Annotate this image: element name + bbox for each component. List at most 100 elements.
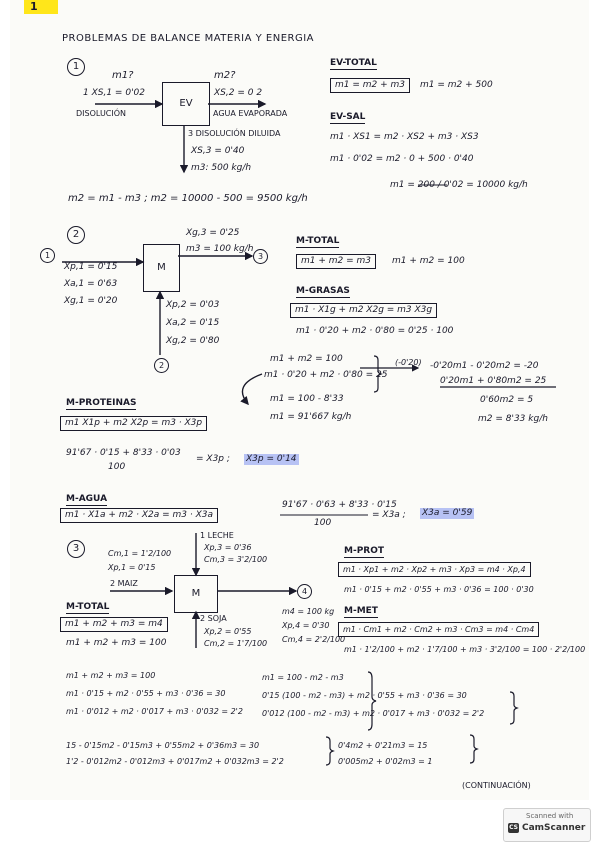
p3-sys2: m1 · 0'15 + m2 · 0'55 + m3 · 0'36 = 30 bbox=[66, 689, 226, 698]
p3-heading-met: M-MET bbox=[344, 606, 378, 618]
p1-heading-total: EV-TOTAL bbox=[330, 58, 377, 70]
p2-s1-xp: Xp,1 = 0'15 bbox=[64, 262, 118, 272]
problem-1-number: 1 bbox=[67, 58, 85, 76]
scanned-page bbox=[10, 0, 589, 800]
p2-heading-agua: M-AGUA bbox=[66, 494, 108, 506]
p3-sub2: 0'15 (100 - m2 - m3) + m2 · 0'55 + m3 · … bbox=[262, 691, 467, 700]
p3-s1-cm: Cm,3 = 3'2/100 bbox=[204, 555, 268, 564]
scanner-line1: Scanned with bbox=[526, 812, 574, 820]
p2-eq-agua: m1 · X1a + m2 · X2a = m3 · X3a bbox=[60, 508, 218, 523]
p2-eq-total: m1 + m2 = m3 bbox=[296, 254, 377, 269]
camscanner-logo-icon: CS bbox=[508, 823, 519, 833]
p1-eq-total: m1 = m2 + m3 bbox=[330, 78, 411, 93]
p2-eq-agua4: = X3a ; bbox=[372, 510, 406, 520]
p2-sys3: -0'20m1 - 0'20m2 = -20 bbox=[430, 361, 539, 371]
p2-sys4: 0'20m1 + 0'80m2 = 25 bbox=[440, 376, 547, 386]
p1-eq-sal2: m1 · 0'02 = m2 · 0 + 500 · 0'40 bbox=[330, 154, 474, 164]
p1-eq-total2: m1 = m2 + 500 bbox=[420, 80, 493, 90]
p3-exp1: 15 - 0'15m2 - 0'15m3 + 0'55m2 + 0'36m3 =… bbox=[66, 741, 260, 750]
p2-eq-agua3: 100 bbox=[314, 518, 332, 528]
p2-stream2-number: 2 bbox=[154, 358, 169, 373]
p3-s3-label: 2 SOJA bbox=[200, 614, 227, 623]
p3-eq-total: m1 + m2 + m3 = m4 bbox=[60, 617, 168, 632]
p3-eq-total2: m1 + m2 + m3 = 100 bbox=[66, 638, 167, 648]
p2-eq-prot4: = X3p ; bbox=[196, 454, 230, 464]
p2-sys2: m1 · 0'20 + m2 · 0'80 = 25 bbox=[264, 370, 388, 380]
p2-multiplier: (-0'20) bbox=[395, 358, 422, 367]
p2-sol2: m1 = 91'667 kg/h bbox=[270, 412, 352, 422]
p3-s4-xp: Xp,4 = 0'30 bbox=[282, 621, 330, 630]
p3-s4-m: m4 = 100 kg bbox=[282, 607, 335, 616]
p2-heading-proteinas: M-PROTEINAS bbox=[66, 398, 137, 410]
p2-result-agua: X3a = 0'59 bbox=[420, 508, 475, 519]
p3-s1-xp: Xp,3 = 0'36 bbox=[204, 543, 252, 552]
p2-eq-prot: m1 X1p + m2 X2p = m3 · X3p bbox=[60, 416, 208, 431]
p2-s3-m: m3 = 100 kg/h bbox=[186, 244, 254, 254]
p3-red1: 0'4m2 + 0'21m3 = 15 bbox=[338, 741, 428, 750]
p3-sub1: m1 = 100 - m2 - m3 bbox=[262, 673, 344, 682]
p2-sol1: m1 = 100 - 8'33 bbox=[270, 394, 344, 404]
p2-sys6: m2 = 8'33 kg/h bbox=[478, 414, 548, 424]
continuation-note: (CONTINUACIÓN) bbox=[462, 781, 531, 790]
p1-stream1: 1 XS,1 = 0'02 bbox=[83, 88, 145, 98]
page-title: PROBLEMAS DE BALANCE MATERIA Y ENERGIA bbox=[62, 33, 315, 44]
p1-stream2: XS,2 = 0 2 bbox=[214, 88, 263, 98]
p3-s2-cm: Cm,1 = 1'2/100 bbox=[108, 549, 172, 558]
p3-s3-xp: Xp,2 = 0'55 bbox=[204, 627, 252, 636]
p3-eq-met: m1 · Cm1 + m2 · Cm2 + m3 · Cm3 = m4 · Cm… bbox=[338, 622, 540, 637]
p3-s3-cm: Cm,2 = 1'7/100 bbox=[204, 639, 268, 648]
p1-stream2-label: AGUA EVAPORADA bbox=[213, 109, 288, 118]
p2-s1-xg: Xg,1 = 0'20 bbox=[64, 296, 118, 306]
camscanner-badge: Scanned with CS CamScanner bbox=[503, 808, 591, 842]
p2-s3-xg: Xg,3 = 0'25 bbox=[186, 228, 240, 238]
p3-sys1: m1 + m2 + m3 = 100 bbox=[66, 671, 156, 680]
p3-eq-prot: m1 · Xp1 + m2 · Xp2 + m3 · Xp3 = m4 · Xp… bbox=[338, 562, 531, 577]
p2-eq-grasas2: m1 · 0'20 + m2 · 0'80 = 0'25 · 100 bbox=[296, 326, 454, 336]
problem-2-number: 2 bbox=[67, 226, 85, 244]
p1-eq-sal3: m1 = 200 / 0'02 = 10000 kg/h bbox=[390, 180, 528, 190]
p2-sys1: m1 + m2 = 100 bbox=[270, 354, 343, 364]
p2-eq-grasas: m1 · X1g + m2 X2g = m3 X3g bbox=[290, 303, 438, 318]
p3-stream4-number: 4 bbox=[297, 584, 312, 599]
p3-sys3: m1 · 0'012 + m2 · 0'017 + m3 · 0'032 = 2… bbox=[66, 707, 243, 716]
p3-heading-total: M-TOTAL bbox=[66, 602, 110, 614]
p3-eq-met2: m1 · 1'2/100 + m2 · 1'7/100 + m3 · 3'2/1… bbox=[344, 645, 586, 654]
p2-eq-total2: m1 + m2 = 100 bbox=[392, 256, 465, 266]
p2-eq-agua2: 91'67 · 0'63 + 8'33 · 0'15 bbox=[282, 500, 397, 510]
p1-m2: m2? bbox=[214, 70, 236, 81]
p2-s2-xp: Xp,2 = 0'03 bbox=[166, 300, 220, 310]
mixer-unit-2: M bbox=[143, 244, 180, 292]
p2-eq-prot2: 91'67 · 0'15 + 8'33 · 0'03 bbox=[66, 448, 181, 458]
p3-s2-label: 2 MAIZ bbox=[110, 579, 138, 588]
p2-result-prot: X3p = 0'14 bbox=[244, 454, 299, 465]
mixer-unit-3: M bbox=[174, 575, 218, 613]
p3-s1-label: 1 LECHE bbox=[200, 531, 234, 540]
p2-eq-prot3: 100 bbox=[108, 462, 126, 472]
p3-s4-cm: Cm,4 = 2'2/100 bbox=[282, 635, 346, 644]
problem-3-number: 3 bbox=[67, 540, 85, 558]
p1-m1: m1? bbox=[112, 70, 134, 81]
page-number: 1 bbox=[30, 0, 38, 13]
p3-exp2: 1'2 - 0'012m2 - 0'012m3 + 0'017m2 + 0'03… bbox=[66, 757, 284, 766]
p1-stream3-label: 3 DISOLUCIÓN DILUIDA bbox=[188, 129, 281, 138]
p3-eq-prot2: m1 · 0'15 + m2 · 0'55 + m3 · 0'36 = 100 … bbox=[344, 585, 534, 594]
p3-heading-prot: M-PROT bbox=[344, 546, 385, 558]
p3-red2: 0'005m2 + 0'02m3 = 1 bbox=[338, 757, 433, 766]
p1-heading-sal: EV-SAL bbox=[330, 112, 366, 124]
evaporator-unit: EV bbox=[162, 82, 210, 126]
p2-heading-grasas: M-GRASAS bbox=[296, 286, 350, 298]
p1-stream1-label: DISOLUCIÓN bbox=[76, 109, 127, 118]
p2-s2-xa: Xa,2 = 0'15 bbox=[166, 318, 220, 328]
p1-stream3-x: XS,3 = 0'40 bbox=[191, 146, 245, 156]
p1-stream3-m: m3: 500 kg/h bbox=[191, 163, 252, 173]
p1-eq-m2: m2 = m1 - m3 ; m2 = 10000 - 500 = 9500 k… bbox=[68, 193, 308, 204]
p2-stream3-number: 3 bbox=[253, 249, 268, 264]
p2-sys5: 0'60m2 = 5 bbox=[480, 395, 534, 405]
scanner-line2: CamScanner bbox=[522, 823, 586, 833]
p3-s2-xp: Xp,1 = 0'15 bbox=[108, 563, 156, 572]
p3-sub3: 0'012 (100 - m2 - m3) + m2 · 0'017 + m3 … bbox=[262, 709, 485, 718]
p2-stream1-number: 1 bbox=[40, 248, 55, 263]
page-number-highlight bbox=[24, 0, 58, 14]
p1-eq-sal1: m1 · XS1 = m2 · XS2 + m3 · XS3 bbox=[330, 132, 479, 142]
